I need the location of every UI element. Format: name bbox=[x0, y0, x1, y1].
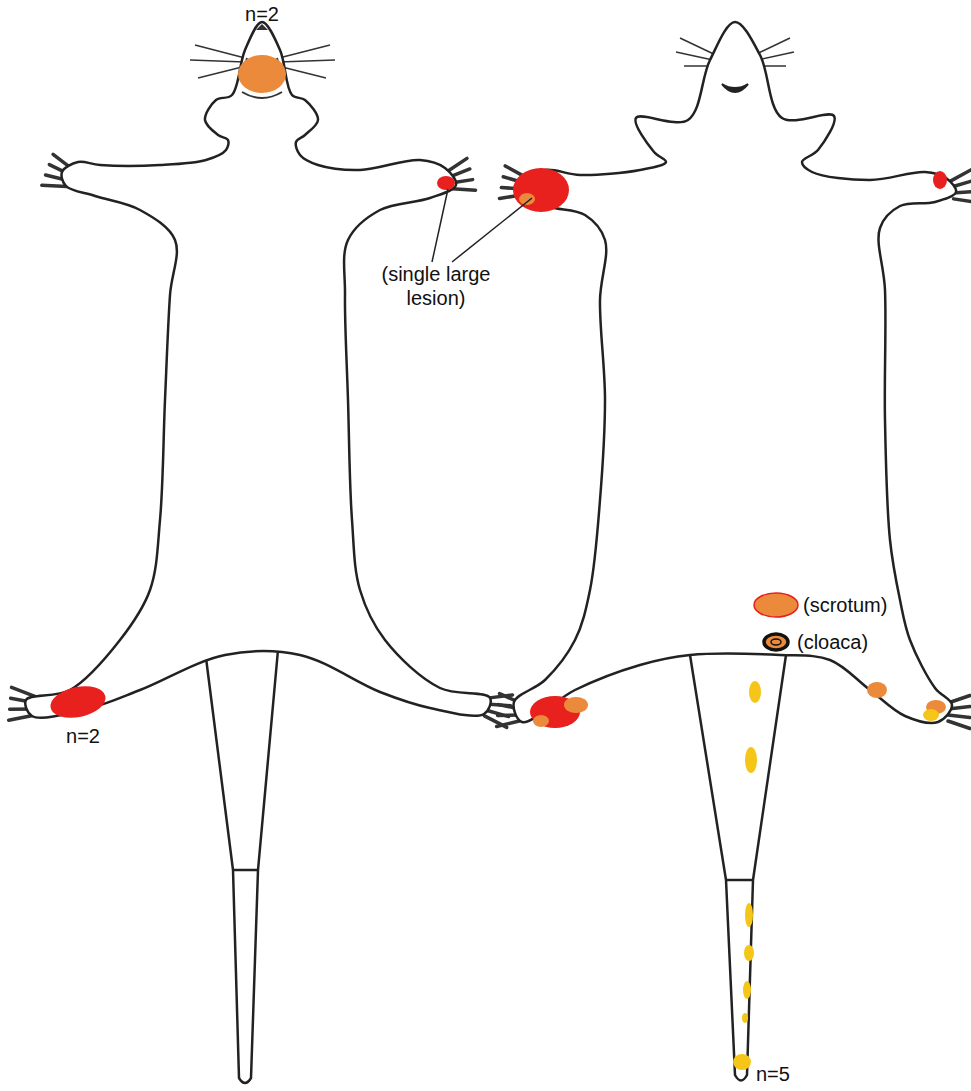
orange-lesion bbox=[238, 55, 286, 93]
digit-stroke bbox=[497, 721, 520, 727]
rat-tail bbox=[690, 655, 786, 1081]
yellow-lesion bbox=[744, 945, 754, 961]
orange-lesion bbox=[519, 193, 535, 205]
yellow-lesion bbox=[749, 681, 761, 703]
leader-line bbox=[432, 189, 448, 262]
orange-lesion bbox=[533, 715, 549, 727]
leader-line bbox=[452, 198, 532, 262]
digit-stroke bbox=[448, 158, 467, 171]
red-lesion bbox=[47, 682, 108, 723]
digit-stroke bbox=[948, 721, 970, 729]
sample-count: n=5 bbox=[756, 1062, 806, 1086]
digit-stroke bbox=[452, 189, 475, 191]
site-label: (scrotum) bbox=[803, 593, 913, 617]
digit-stroke bbox=[42, 185, 67, 186]
rat-mouth bbox=[722, 84, 748, 92]
orange-lesion bbox=[867, 682, 887, 698]
rat-outline bbox=[25, 22, 490, 718]
digit-stroke bbox=[948, 715, 970, 718]
digit-stroke bbox=[954, 199, 971, 203]
whisker bbox=[279, 45, 330, 58]
cloaca-ring bbox=[764, 634, 788, 650]
rat-tail bbox=[205, 650, 278, 1083]
sample-count: n=2 bbox=[58, 724, 108, 748]
sample-count: n=2 bbox=[237, 2, 287, 26]
whisker bbox=[195, 45, 245, 58]
site-label: (cloaca) bbox=[797, 630, 907, 654]
digit-stroke bbox=[950, 170, 970, 181]
yellow-lesion bbox=[743, 981, 751, 999]
cloaca-ring bbox=[771, 639, 781, 645]
orange-lesion bbox=[564, 697, 588, 713]
tail-band bbox=[726, 879, 753, 882]
scrotum-lesion bbox=[754, 593, 798, 617]
yellow-lesion bbox=[923, 709, 939, 721]
whisker bbox=[190, 60, 245, 62]
whisker bbox=[279, 60, 335, 62]
lesion-note: (single large lesion) bbox=[380, 262, 492, 310]
red-lesion bbox=[933, 171, 947, 189]
tail-band bbox=[233, 869, 258, 872]
yellow-lesion bbox=[745, 903, 753, 927]
yellow-lesion bbox=[745, 747, 757, 773]
red-lesion bbox=[437, 176, 455, 190]
yellow-lesion bbox=[742, 1013, 748, 1023]
red-lesion bbox=[513, 168, 569, 212]
rat-outline bbox=[514, 22, 957, 723]
yellow-lesion bbox=[733, 1054, 751, 1070]
